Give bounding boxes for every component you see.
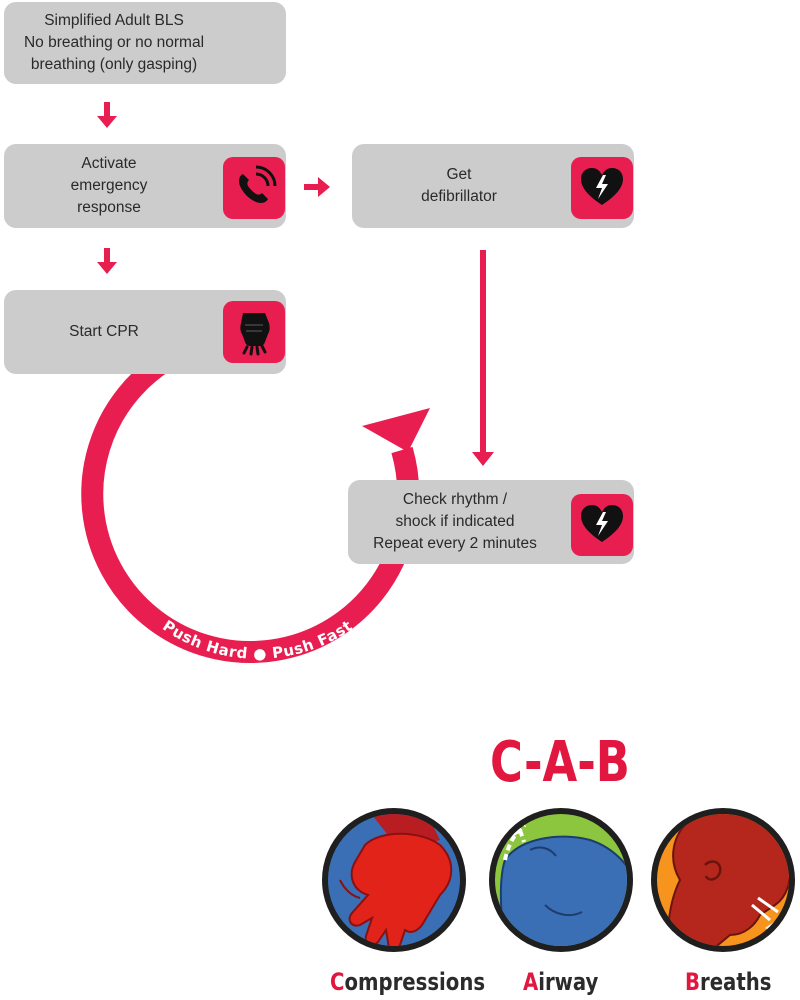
step-activate-line-1: Activate	[81, 155, 137, 172]
step-defib-line-2: defibrillator	[421, 188, 497, 205]
step-start-line-3: breathing (only gasping)	[30, 56, 198, 73]
step-defib-line-1: Get	[446, 166, 472, 183]
cpr-hands-icon	[223, 301, 285, 363]
step-start-box: Simplified Adult BLS No breathing or no …	[4, 2, 286, 84]
step-start-line-1: Simplified Adult BLS	[44, 12, 184, 29]
cpr-loop-ring	[81, 325, 420, 663]
aed-heart-icon	[571, 494, 633, 556]
step-cpr-box: Start CPR	[4, 290, 286, 374]
arrow-activate-to-defib	[304, 177, 330, 197]
cab-title: C-A-B	[490, 730, 630, 795]
step-activate-box: Activate emergency response	[4, 144, 286, 228]
cab-label-breaths-initial: B	[685, 968, 701, 996]
cab-label-airway-initial: A	[523, 968, 539, 996]
cab-label-airway-rest: irway	[538, 968, 599, 996]
step-rhythm-line-3: Repeat every 2 minutes	[373, 535, 537, 552]
step-start-line-2: No breathing or no normal	[23, 34, 205, 51]
arrow-defib-to-rhythm	[472, 250, 494, 466]
cab-label-breaths-rest: reaths	[700, 968, 772, 996]
cab-label-compressions-initial: C	[330, 968, 345, 996]
step-rhythm-box: Check rhythm / shock if indicated Repeat…	[348, 480, 634, 564]
cab-label-airway: Airway	[523, 968, 598, 996]
cab-label-compressions-rest: ompressions	[344, 968, 486, 996]
phone-icon	[223, 157, 285, 219]
step-defib-box: Get defibrillator	[352, 144, 634, 228]
step-cpr-line-1: Start CPR	[69, 323, 139, 340]
cab-label-compressions: Compressions	[330, 968, 485, 996]
cab-label-breaths: Breaths	[685, 968, 771, 996]
arrow-activate-to-cpr	[97, 248, 117, 274]
step-activate-line-3: response	[77, 199, 141, 216]
step-activate-line-2: emergency	[70, 177, 148, 194]
aed-heart-icon	[571, 157, 633, 219]
step-rhythm-line-1: Check rhythm /	[402, 491, 508, 508]
cpr-loop-arrowhead	[362, 408, 430, 452]
step-rhythm-line-2: shock if indicated	[395, 513, 515, 530]
arrow-start-to-activate	[97, 102, 117, 128]
